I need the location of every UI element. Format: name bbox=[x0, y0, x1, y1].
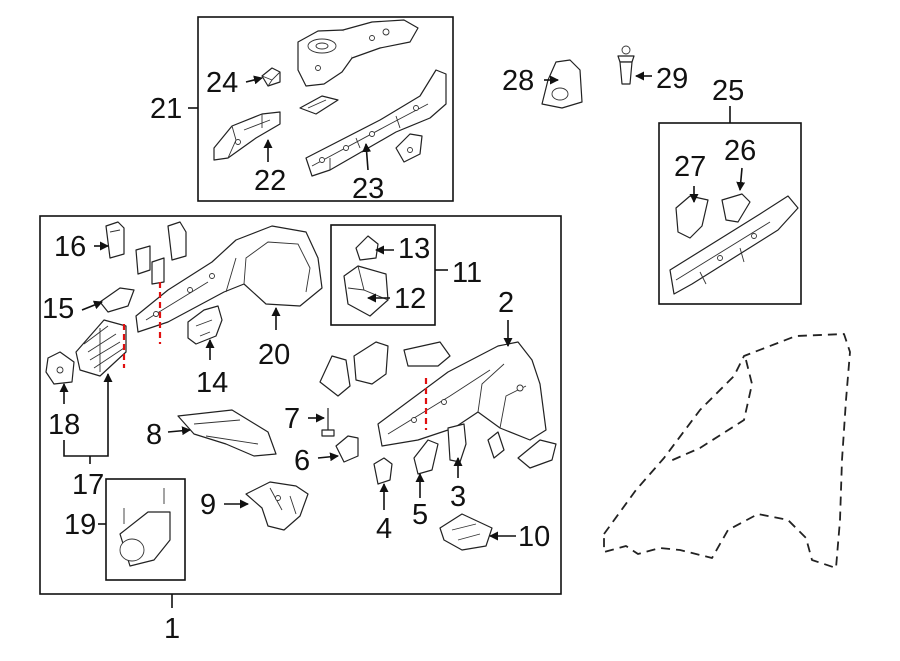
part-9-bracket bbox=[245, 481, 309, 531]
callout-8: 8 bbox=[146, 419, 162, 451]
callout-3: 3 bbox=[450, 481, 466, 513]
part-14-bracket bbox=[187, 305, 223, 345]
callout-25: 25 bbox=[712, 75, 744, 107]
callout-22: 22 bbox=[254, 165, 286, 197]
group-box-11 bbox=[330, 224, 436, 326]
group-box-1 bbox=[39, 215, 562, 595]
callout-18: 18 bbox=[48, 409, 80, 441]
callout-12: 12 bbox=[394, 283, 426, 315]
part-8-splash-shield bbox=[177, 409, 277, 457]
callout-27: 27 bbox=[674, 151, 706, 183]
callout-14: 14 bbox=[196, 367, 228, 399]
part-28-bracket bbox=[541, 59, 583, 109]
group-box-21 bbox=[197, 16, 454, 202]
callout-15: 15 bbox=[42, 293, 74, 325]
part-upper-brackets bbox=[319, 341, 451, 397]
part-19-assembly bbox=[119, 488, 171, 567]
part-3-bracket bbox=[447, 423, 467, 463]
callout-16: 16 bbox=[54, 231, 86, 263]
part-26-bracket bbox=[721, 193, 751, 223]
callout-21: 21 bbox=[150, 93, 182, 125]
callout-9: 9 bbox=[200, 489, 216, 521]
callout-26: 26 bbox=[724, 135, 756, 167]
part-23-bracket bbox=[395, 133, 423, 163]
part-17-crush-box bbox=[75, 319, 127, 377]
part-24-bracket bbox=[261, 67, 281, 87]
part-5-bracket bbox=[413, 439, 439, 475]
callout-1: 1 bbox=[164, 613, 180, 645]
part-23-frame-rail bbox=[305, 69, 447, 177]
callout-29: 29 bbox=[656, 63, 688, 95]
callout-11: 11 bbox=[452, 257, 482, 289]
callout-13: 13 bbox=[398, 233, 430, 265]
part-misc-brackets bbox=[487, 431, 557, 469]
callout-17: 17 bbox=[72, 469, 104, 501]
callout-labels: 21 24 22 23 28 29 25 27 26 16 15 18 17 2… bbox=[42, 63, 756, 645]
part-7-bolt bbox=[321, 408, 335, 437]
callout-6: 6 bbox=[294, 445, 310, 477]
leader-lines bbox=[59, 71, 746, 608]
callout-23: 23 bbox=[352, 173, 384, 205]
callout-10: 10 bbox=[518, 521, 550, 553]
part-10-bracket bbox=[439, 513, 493, 551]
part-small-plate bbox=[299, 95, 339, 115]
part-20-wheelhouse-rail bbox=[135, 225, 323, 333]
fender-outline bbox=[603, 333, 851, 569]
part-2-apron bbox=[377, 341, 547, 447]
callout-28: 28 bbox=[502, 65, 534, 97]
part-27-bracket bbox=[675, 195, 709, 239]
callout-5: 5 bbox=[412, 499, 428, 531]
part-29-clip bbox=[617, 45, 635, 85]
callout-4: 4 bbox=[376, 513, 392, 545]
part-13-bracket bbox=[355, 235, 379, 261]
callout-7: 7 bbox=[284, 403, 300, 435]
part-4-bracket bbox=[373, 457, 393, 485]
part-strut-tower-upper bbox=[297, 19, 419, 87]
part-12-bracket bbox=[343, 265, 389, 317]
callout-24: 24 bbox=[206, 67, 238, 99]
callout-2: 2 bbox=[498, 287, 514, 319]
part-18-bracket bbox=[45, 351, 75, 385]
part-6-clip bbox=[335, 435, 359, 463]
group-box-19 bbox=[105, 478, 186, 581]
callout-20: 20 bbox=[258, 339, 290, 371]
part-mount-brackets bbox=[135, 221, 187, 285]
part-15-bracket bbox=[99, 287, 135, 313]
part-25-rail bbox=[669, 195, 799, 295]
part-16-bracket bbox=[105, 221, 125, 259]
callout-19: 19 bbox=[64, 509, 96, 541]
part-22-rail-end bbox=[213, 111, 281, 161]
